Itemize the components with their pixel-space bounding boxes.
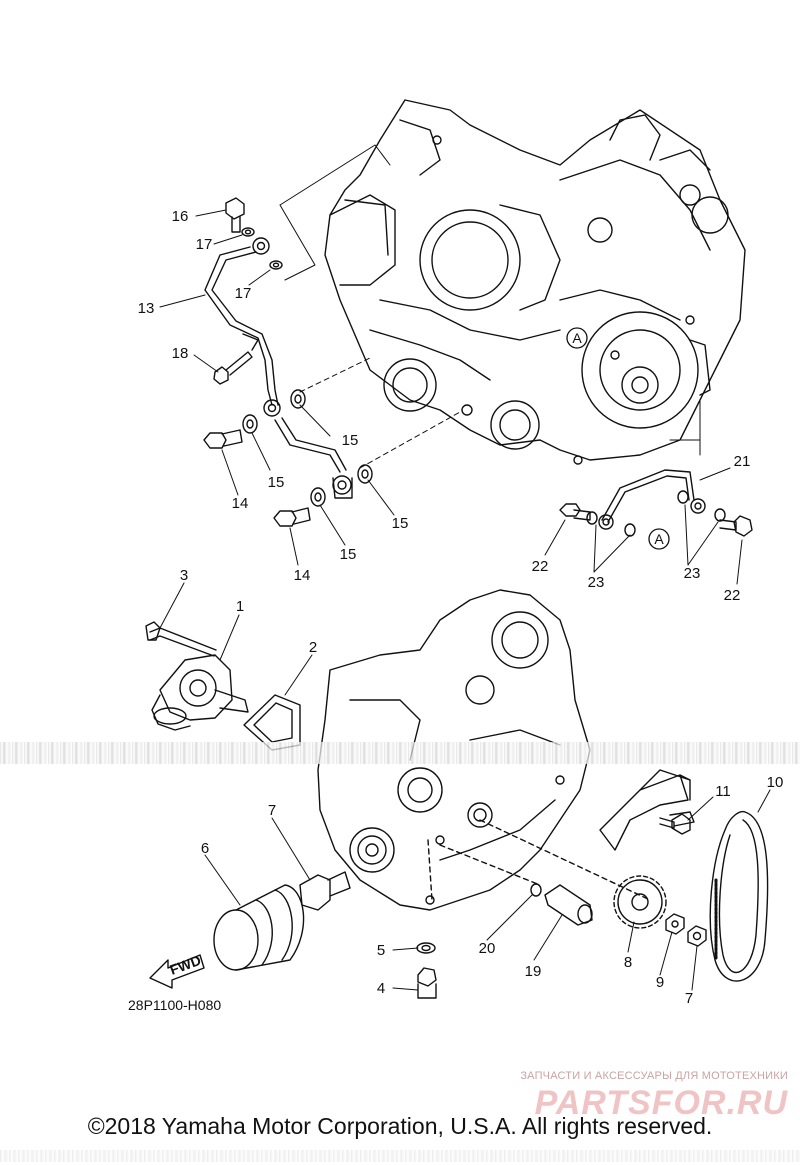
- watermark-logo: PARTSFOR.RU: [534, 1084, 788, 1122]
- callout-10: 9: [656, 974, 664, 991]
- callout-7: 7: [268, 802, 276, 819]
- sprocket-8: [613, 875, 667, 929]
- callout-16d: 15: [340, 546, 357, 563]
- callout-23b: 22: [724, 587, 741, 604]
- callout-17: 16: [172, 208, 189, 225]
- callout-23a: 22: [532, 558, 549, 575]
- callout-2: 2: [309, 639, 317, 656]
- oil-pipe-22: [598, 469, 706, 530]
- chain-guide-bracket: [599, 769, 695, 851]
- callout-16c: 15: [392, 515, 409, 532]
- callout-leaders: [159, 209, 771, 991]
- callout-24a: 23: [588, 574, 605, 591]
- oil-filter-6: [213, 884, 305, 971]
- callout-13: 11: [715, 783, 731, 800]
- watermark-tagline: ЗАПЧАСТИ И АКСЕССУАРЫ ДЛЯ МОТОТЕХНИКИ: [520, 1070, 788, 1082]
- callout-15a: 14: [232, 495, 249, 512]
- oil-pipe-14: [204, 237, 353, 499]
- fwd-arrow-icon: [149, 954, 205, 989]
- callout-1: 1: [236, 598, 244, 615]
- scan-noise-band-bottom: [0, 1150, 800, 1162]
- oil-pump-1: [145, 621, 249, 731]
- svg-text:A: A: [572, 330, 582, 346]
- svg-text:A: A: [654, 531, 664, 547]
- upper-crankcase: [324, 99, 746, 465]
- callout-4: 4: [377, 980, 385, 997]
- chain-11: [709, 810, 769, 982]
- callout-9: 7: [685, 990, 693, 1007]
- fwd-label: FWD: [168, 952, 203, 978]
- bolt-15: [203, 429, 311, 527]
- callout-3: 3: [180, 567, 188, 584]
- callout-18a: 17: [196, 236, 213, 253]
- callout-21: 20: [479, 940, 496, 957]
- callout-18b: 17: [235, 285, 252, 302]
- callout-19: 18: [172, 345, 189, 362]
- callout-8: 8: [624, 954, 632, 971]
- callout-15b: 14: [294, 567, 311, 584]
- lower-crankcase: [317, 589, 651, 911]
- callout-16a: 15: [342, 432, 359, 449]
- callout-24b: 23: [684, 565, 701, 582]
- scan-noise-band: [0, 742, 800, 764]
- callout-16b: 15: [268, 474, 285, 491]
- callout-14: 13: [138, 300, 155, 317]
- bolt-17: [225, 197, 245, 233]
- callout-22: 21: [734, 453, 751, 470]
- upper-leaders: [279, 144, 701, 469]
- callout-numbers: 16 17 17 13 18 15 15 15 15 14 14 21 22 2…: [138, 208, 784, 1007]
- ref-a-marker: A A: [566, 327, 670, 550]
- union-bolt-7: [299, 871, 351, 911]
- callout-20: 19: [525, 963, 542, 980]
- callout-11: 10: [767, 774, 784, 791]
- callout-6: 6: [201, 840, 209, 857]
- part-code: 28P1100-H080: [128, 997, 221, 1013]
- copyright-notice: ©2018 Yamaha Motor Corporation, U.S.A. A…: [87, 1113, 713, 1139]
- callout-5: 5: [377, 942, 385, 959]
